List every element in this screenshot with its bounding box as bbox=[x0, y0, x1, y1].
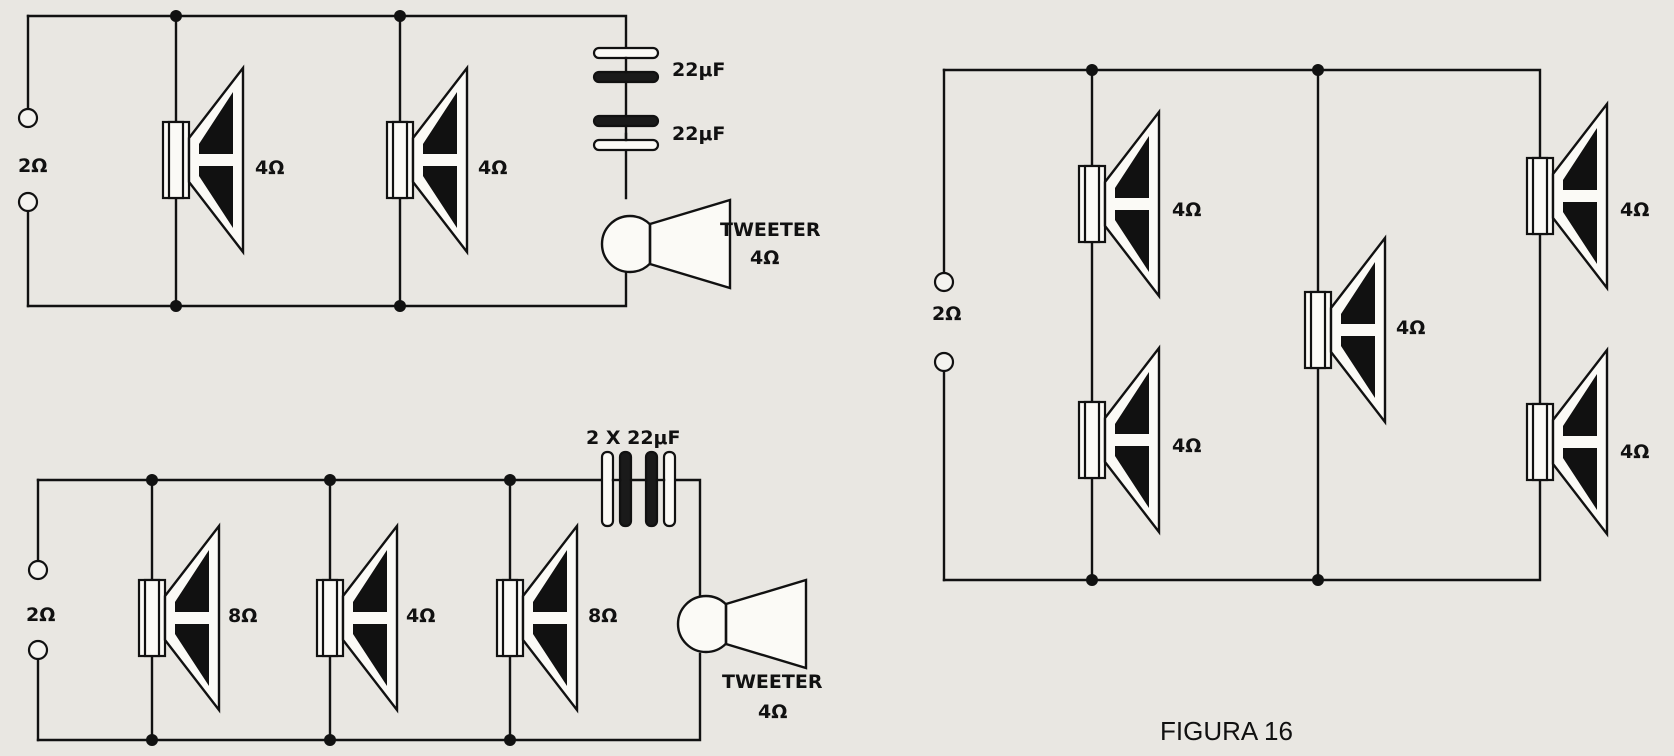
junction-dot bbox=[1086, 64, 1098, 76]
tweeter-impedance-label: 4Ω bbox=[758, 701, 787, 723]
junction-dot bbox=[324, 734, 336, 746]
capacitor-value-label: 22μF bbox=[672, 123, 725, 145]
terminal-icon bbox=[933, 271, 955, 293]
terminal-icon bbox=[27, 559, 49, 581]
junctions bbox=[1086, 64, 1324, 586]
woofer-impedance-label: 4Ω bbox=[478, 157, 507, 179]
capacitor-icon bbox=[592, 46, 660, 152]
woofer-impedance-label: 4Ω bbox=[406, 605, 435, 627]
woofer-impedance-label: 8Ω bbox=[228, 605, 257, 627]
junction-dot bbox=[1312, 574, 1324, 586]
circuit-right: 2Ω 4Ω 4Ω 4Ω 4Ω 4Ω bbox=[932, 64, 1649, 586]
junction-dot bbox=[394, 10, 406, 22]
speaker-impedance-label: 4Ω bbox=[1396, 317, 1425, 339]
circuit-top-left: 2Ω 4Ω 4Ω 22μF 22μF TWEETER 4Ω bbox=[17, 10, 821, 312]
tweeter-horn-icon bbox=[676, 578, 808, 670]
capacitor-value-label: 2 X 22μF bbox=[586, 427, 681, 449]
speaker-impedance-label: 4Ω bbox=[1620, 199, 1649, 221]
input-impedance-label: 2Ω bbox=[18, 155, 47, 177]
speaker-impedance-label: 4Ω bbox=[1172, 435, 1201, 457]
junction-dot bbox=[394, 300, 406, 312]
junction-dot bbox=[504, 474, 516, 486]
figure-caption: FIGURA 16 bbox=[1160, 716, 1293, 746]
speaker-impedance-label: 4Ω bbox=[1172, 199, 1201, 221]
junctions bbox=[170, 10, 406, 312]
junction-dot bbox=[170, 10, 182, 22]
terminal-icon bbox=[17, 107, 39, 129]
terminal-icon bbox=[17, 191, 39, 213]
speaker-impedance-label: 4Ω bbox=[1620, 441, 1649, 463]
woofer-impedance-label: 8Ω bbox=[588, 605, 617, 627]
junctions bbox=[146, 474, 516, 746]
junction-dot bbox=[1086, 574, 1098, 586]
tweeter-label: TWEETER bbox=[720, 219, 821, 241]
junction-dot bbox=[146, 474, 158, 486]
junction-dot bbox=[1312, 64, 1324, 76]
input-impedance-label: 2Ω bbox=[26, 604, 55, 626]
circuit-bottom-left: 2Ω 8Ω 4Ω 8Ω 2 X 22μF TWEETER 4Ω bbox=[26, 427, 823, 746]
terminal-icon bbox=[933, 351, 955, 373]
woofer-impedance-label: 4Ω bbox=[255, 157, 284, 179]
junction-dot bbox=[170, 300, 182, 312]
junction-dot bbox=[146, 734, 158, 746]
tweeter-label: TWEETER bbox=[722, 671, 823, 693]
tweeter-impedance-label: 4Ω bbox=[750, 247, 779, 269]
junction-dot bbox=[324, 474, 336, 486]
input-impedance-label: 2Ω bbox=[932, 303, 961, 325]
tweeter-horn-icon bbox=[600, 198, 732, 290]
capacitor-value-label: 22μF bbox=[672, 59, 725, 81]
wires bbox=[942, 68, 1542, 582]
capacitor-icon bbox=[600, 450, 677, 528]
terminal-icon bbox=[27, 639, 49, 661]
wires bbox=[26, 14, 628, 308]
junction-dot bbox=[504, 734, 516, 746]
